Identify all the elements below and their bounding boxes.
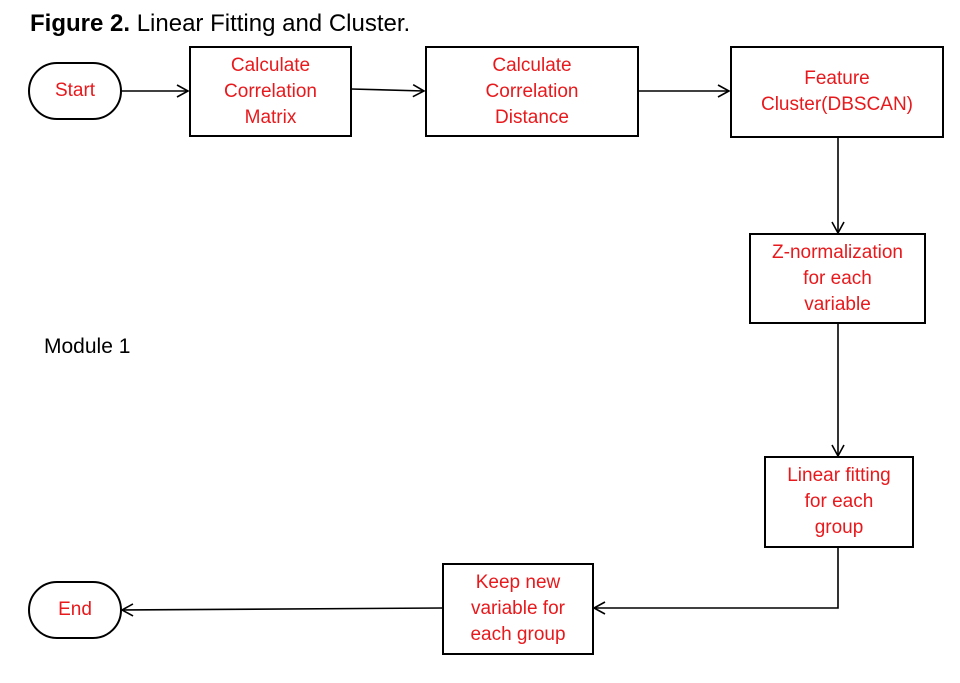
arrow-fitting-to-keep	[592, 548, 839, 615]
figure-number: Figure 2.	[30, 10, 131, 37]
z-normalization-node: Z-normalization for each variable	[749, 233, 926, 324]
start-node-label: Start	[54, 80, 96, 101]
linear-fitting-label: Linear fitting for each group	[787, 465, 891, 538]
end-node-label: End	[58, 599, 92, 620]
keep-variable-node: Keep new variable for each group	[442, 563, 594, 655]
feature-cluster-label: Feature Cluster(DBSCAN)	[760, 68, 914, 115]
end-node: End	[28, 581, 122, 639]
keep-variable-label: Keep new variable for each group	[470, 572, 566, 645]
start-node: Start	[28, 62, 122, 120]
correlation-distance-label: Calculate Correlation Distance	[485, 54, 579, 128]
correlation-matrix-node: Calculate Correlation Matrix	[189, 46, 352, 137]
arrow-matrix-to-distance	[350, 84, 426, 98]
correlation-matrix-label: Calculate Correlation Matrix	[224, 54, 317, 128]
feature-cluster-node: Feature Cluster(DBSCAN)	[730, 46, 944, 138]
module-label: Module 1	[44, 335, 131, 358]
arrow-keep-to-end	[120, 603, 444, 617]
z-normalization-label: Z-normalization for each variable	[772, 241, 903, 315]
figure-title: Figure 2. Linear Fitting and Cluster.	[30, 10, 410, 38]
correlation-distance-node: Calculate Correlation Distance	[425, 46, 639, 137]
figure-caption: Linear Fitting and Cluster.	[130, 10, 411, 37]
linear-fitting-node: Linear fitting for each group	[764, 456, 914, 548]
